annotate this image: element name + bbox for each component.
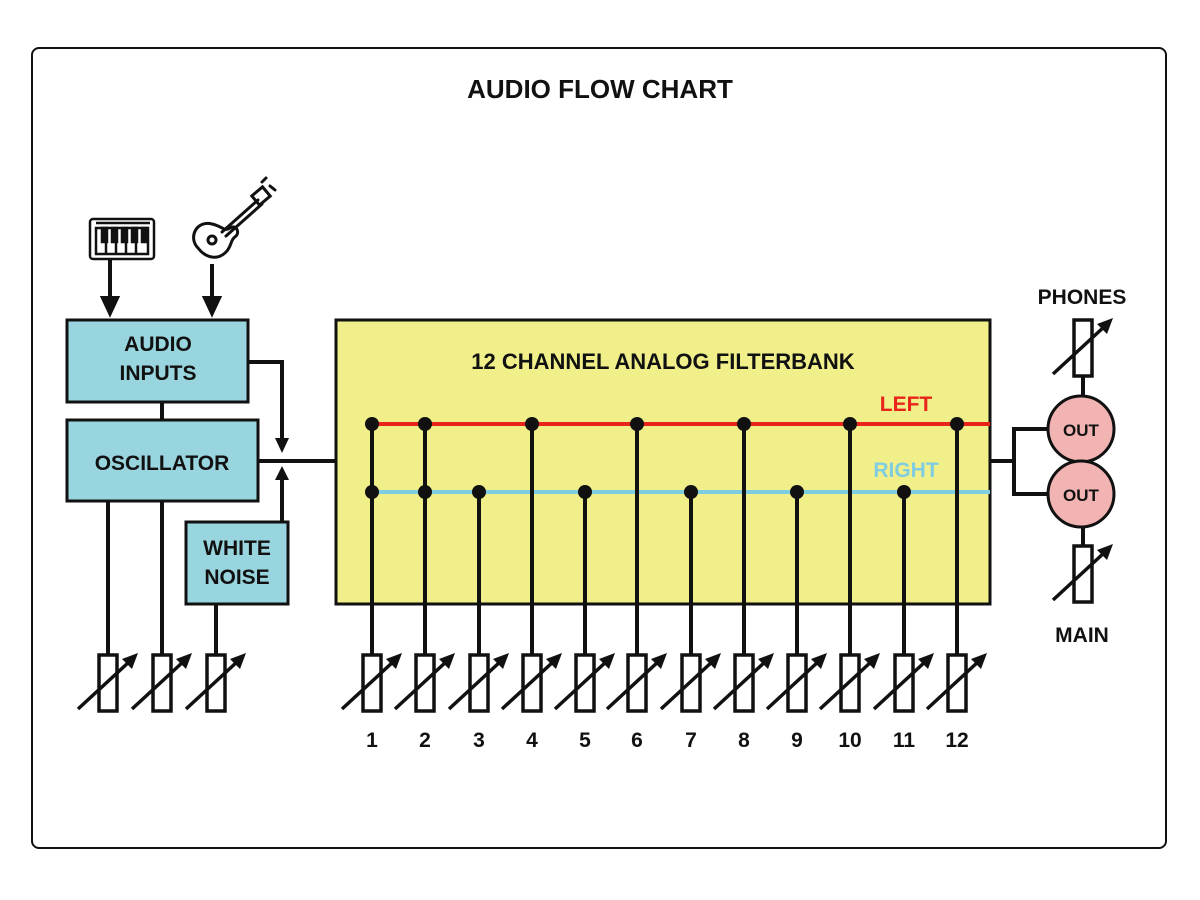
channel-number: 2 <box>419 729 431 752</box>
channel-8: 8 <box>712 417 774 752</box>
channel-pot-11[interactable] <box>872 653 934 713</box>
main-level-pot[interactable] <box>1051 544 1113 604</box>
oscillator-label: OSCILLATOR <box>95 452 230 475</box>
channel-4: 4 <box>500 417 562 752</box>
input-level-pots <box>76 653 246 713</box>
left-bus-node <box>950 417 964 431</box>
keyboard-icon <box>88 217 156 261</box>
channel-number: 5 <box>579 729 591 752</box>
phones-label: PHONES <box>1038 286 1127 309</box>
left-pot-lines <box>106 501 218 655</box>
left-bus-node <box>525 417 539 431</box>
channel-pot-2[interactable] <box>393 653 455 713</box>
filterbank-block: 12 CHANNEL ANALOG FILTERBANK <box>334 318 992 606</box>
channel-7: 7 <box>659 485 721 752</box>
channel-pot-12[interactable] <box>925 653 987 713</box>
channel-number: 1 <box>366 729 378 752</box>
channel-number: 9 <box>791 729 803 752</box>
channel-1: 1 <box>340 417 402 752</box>
left-bus-label: LEFT <box>880 393 933 416</box>
channel-10: 10 <box>818 417 880 752</box>
out-phones: OUT <box>1046 394 1116 464</box>
audio-inputs-block: AUDIO INPUTS <box>65 318 250 404</box>
channel-pot-5[interactable] <box>553 653 615 713</box>
right-bus-node <box>472 485 486 499</box>
right-bus-node <box>897 485 911 499</box>
right-bus-node <box>790 485 804 499</box>
channel-number: 8 <box>738 729 750 752</box>
white-noise-line2: NOISE <box>204 566 269 589</box>
channel-6: 6 <box>605 417 667 752</box>
channel-11: 11 <box>872 485 934 752</box>
right-bus-node <box>684 485 698 499</box>
oscillator-pot-1[interactable] <box>76 653 138 713</box>
right-bus-label: RIGHT <box>873 459 939 482</box>
oscillator-block: OSCILLATOR <box>65 418 260 503</box>
right-bus-node <box>578 485 592 499</box>
output-level-pots <box>1051 318 1113 604</box>
left-bus-node <box>737 417 751 431</box>
filterbank-label: 12 CHANNEL ANALOG FILTERBANK <box>471 349 854 374</box>
right-bus-node <box>365 485 379 499</box>
left-bus-node <box>365 417 379 431</box>
channel-number: 4 <box>526 729 538 752</box>
oscillator-pot-2[interactable] <box>130 653 192 713</box>
channel-pot-10[interactable] <box>818 653 880 713</box>
diagram-title: AUDIO FLOW CHART <box>467 74 733 104</box>
right-bus-node <box>418 485 432 499</box>
channel-number: 10 <box>838 729 861 752</box>
channel-pot-9[interactable] <box>765 653 827 713</box>
out-main: OUT <box>1046 459 1116 529</box>
diagram-frame <box>31 47 1167 849</box>
input-arrows <box>99 260 223 318</box>
channel-2: 2 <box>393 417 455 752</box>
channel-pot-4[interactable] <box>500 653 562 713</box>
white-noise-pot[interactable] <box>184 653 246 713</box>
channel-5: 5 <box>553 485 615 752</box>
channel-12: 12 <box>925 417 987 752</box>
channel-number: 6 <box>631 729 643 752</box>
white-noise-line1: WHITE <box>203 537 271 560</box>
channel-number: 3 <box>473 729 485 752</box>
main-label: MAIN <box>1055 624 1109 647</box>
channel-3: 3 <box>447 485 509 752</box>
channel-9: 9 <box>765 485 827 752</box>
left-bus-node <box>630 417 644 431</box>
left-bus-node <box>843 417 857 431</box>
phones-level-pot[interactable] <box>1051 318 1113 378</box>
channel-pot-1[interactable] <box>340 653 402 713</box>
white-noise-block: WHITE NOISE <box>184 520 290 606</box>
out-label-main: OUT <box>1063 486 1100 505</box>
channel-pot-6[interactable] <box>605 653 667 713</box>
left-bus-node <box>418 417 432 431</box>
audio-inputs-line2: INPUTS <box>119 362 196 385</box>
channel-number: 7 <box>685 729 697 752</box>
audio-inputs-line1: AUDIO <box>124 333 192 356</box>
channel-pot-8[interactable] <box>712 653 774 713</box>
channel-pot-7[interactable] <box>659 653 721 713</box>
channel-number: 11 <box>893 729 916 752</box>
channel-pot-3[interactable] <box>447 653 509 713</box>
guitar-icon <box>192 176 277 259</box>
out-label-phones: OUT <box>1063 421 1100 440</box>
channel-number: 12 <box>945 729 968 752</box>
